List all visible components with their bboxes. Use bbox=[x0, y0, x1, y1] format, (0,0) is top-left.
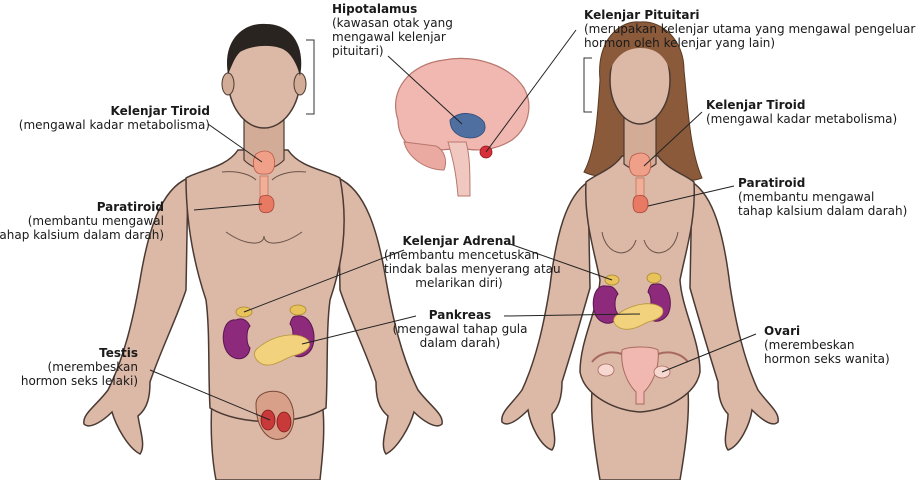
pancreas-title: Pankreas bbox=[390, 308, 530, 322]
parathyroid-left-title: Paratiroid bbox=[0, 200, 164, 214]
adrenal-desc-line: tindak balas menyerang atau bbox=[384, 262, 534, 276]
male-trachea bbox=[260, 176, 268, 198]
adrenal-desc-line: (membantu mencetuskan bbox=[384, 248, 534, 262]
testis-desc-line: (merembeskan bbox=[21, 360, 138, 374]
female-head-bracket bbox=[584, 58, 592, 112]
brain-cross-section bbox=[396, 58, 529, 196]
label-hypothalamus: Hipotalamus (kawasan otak yang mengawal … bbox=[332, 2, 453, 58]
adrenal-desc-line: melarikan diri) bbox=[384, 276, 534, 290]
label-ovary: Ovari (merembeskan hormon seks wanita) bbox=[764, 324, 890, 366]
male-testis bbox=[277, 412, 291, 432]
male-thyroid-gland bbox=[253, 151, 274, 174]
hypothalamus-title: Hipotalamus bbox=[332, 2, 453, 16]
label-thyroid-left: Kelenjar Tiroid (mengawal kadar metaboli… bbox=[19, 104, 210, 132]
ovary-title: Ovari bbox=[764, 324, 890, 338]
hypothalamus-desc-line: pituitari) bbox=[332, 44, 453, 58]
hypothalamus-desc-line: mengawal kelenjar bbox=[332, 30, 453, 44]
pituitary-desc-line: (merupakan kelenjar utama yang mengawal … bbox=[584, 22, 916, 36]
male-testis bbox=[261, 410, 275, 430]
label-pituitary: Kelenjar Pituitari (merupakan kelenjar u… bbox=[584, 8, 916, 50]
parathyroid-right-desc-line: tahap kalsium dalam darah) bbox=[738, 204, 907, 218]
thyroid-left-desc-line: (mengawal kadar metabolisma) bbox=[19, 118, 210, 132]
male-ear-right bbox=[294, 73, 306, 95]
female-parathyroid-gland bbox=[633, 195, 648, 212]
parathyroid-right-desc-line: (membantu mengawal bbox=[738, 190, 907, 204]
label-pancreas: Pankreas (mengawal tahap gula dalam dara… bbox=[390, 308, 530, 350]
female-trachea bbox=[636, 178, 644, 196]
thyroid-right-desc-line: (mengawal kadar metabolisma) bbox=[706, 112, 897, 126]
male-kidney-left bbox=[223, 319, 250, 359]
label-adrenal: Kelenjar Adrenal (membantu mencetuskan t… bbox=[384, 234, 534, 290]
parathyroid-left-desc-line: tahap kalsium dalam darah) bbox=[0, 228, 164, 242]
label-parathyroid-left: Paratiroid (membantu mengawal tahap kals… bbox=[0, 200, 164, 242]
male-head-bracket bbox=[306, 40, 314, 114]
parathyroid-left-desc-line: (membantu mengawal bbox=[0, 214, 164, 228]
ovary-desc-line: (merembeskan bbox=[764, 338, 890, 352]
male-adrenal-gland bbox=[290, 305, 306, 315]
label-parathyroid-right: Paratiroid (membantu mengawal tahap kals… bbox=[738, 176, 907, 218]
hypothalamus-desc-line: (kawasan otak yang bbox=[332, 16, 453, 30]
brain-stem bbox=[448, 142, 470, 196]
female-thyroid-gland bbox=[629, 153, 650, 176]
pituitary-title: Kelenjar Pituitari bbox=[584, 8, 916, 22]
adrenal-title: Kelenjar Adrenal bbox=[384, 234, 534, 248]
pituitary-desc-line: hormon oleh kelenjar yang lain) bbox=[584, 36, 916, 50]
female-right-arm bbox=[690, 182, 778, 450]
testis-title: Testis bbox=[21, 346, 138, 360]
female-figure bbox=[502, 22, 778, 480]
label-thyroid-right: Kelenjar Tiroid (mengawal kadar metaboli… bbox=[706, 98, 897, 126]
female-adrenal-gland bbox=[647, 273, 661, 283]
pancreas-desc-line: dalam darah) bbox=[390, 336, 530, 350]
thyroid-left-title: Kelenjar Tiroid bbox=[19, 104, 210, 118]
female-ovary bbox=[598, 364, 614, 376]
ovary-desc-line: hormon seks wanita) bbox=[764, 352, 890, 366]
male-ear-left bbox=[222, 73, 234, 95]
label-testis: Testis (merembeskan hormon seks lelaki) bbox=[21, 346, 138, 388]
pancreas-desc-line: (mengawal tahap gula bbox=[390, 322, 530, 336]
thyroid-right-title: Kelenjar Tiroid bbox=[706, 98, 897, 112]
testis-desc-line: hormon seks lelaki) bbox=[21, 374, 138, 388]
parathyroid-right-title: Paratiroid bbox=[738, 176, 907, 190]
